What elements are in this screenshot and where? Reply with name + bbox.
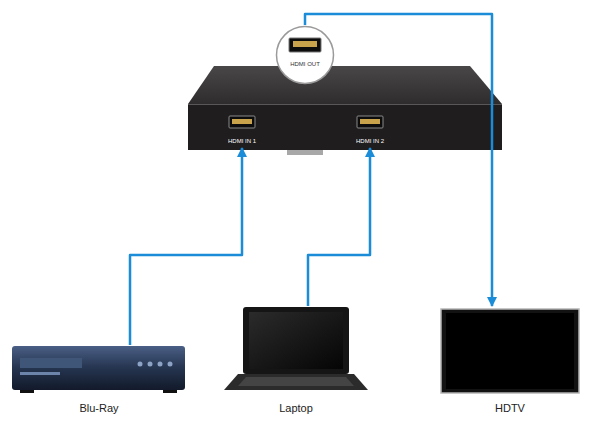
source-device: Blu-Ray: [10, 345, 188, 415]
player-display: [20, 358, 82, 368]
bluray-player: [12, 346, 185, 393]
hdmi-port: [357, 116, 383, 128]
laptop-keyboard: [238, 377, 354, 386]
switch-front: [188, 104, 502, 150]
player-button: [168, 362, 173, 367]
device-label: Laptop: [279, 402, 313, 414]
laptop-lid: [243, 307, 349, 374]
switch-tab: [287, 150, 323, 155]
input-port: HDMI IN 1: [222, 115, 262, 148]
laptop-screen: [249, 312, 343, 369]
port-pins: [360, 119, 380, 124]
magnifier-circle: [275, 25, 335, 85]
hdmi-cable: [305, 14, 492, 306]
laptop: [224, 307, 368, 390]
player-foot: [20, 390, 34, 393]
port-pins: [293, 41, 317, 47]
display-device: HDTV: [440, 306, 580, 415]
tv-frame: [441, 309, 579, 393]
hdmi-port: [229, 116, 255, 128]
tv-screen: [446, 313, 574, 389]
output-port: HDMI OUT: [275, 25, 335, 85]
magnifier-outline: [277, 27, 334, 84]
hdmi-switch: [188, 66, 502, 155]
hdmi-port: [289, 38, 321, 52]
laptop-base: [224, 374, 368, 390]
hdmi-cable: [308, 148, 370, 306]
device-label: Blu-Ray: [79, 402, 118, 414]
switch-edge: [188, 104, 502, 105]
player-foot: [163, 390, 177, 393]
hdtv: [441, 309, 579, 393]
port-label: HDMI OUT: [290, 61, 320, 68]
source-device: Laptop: [240, 306, 352, 415]
device-label: HDTV: [495, 402, 525, 414]
player-body: [12, 346, 185, 390]
input-port: HDMI IN 2: [350, 115, 390, 148]
player-button: [148, 362, 153, 367]
port-pins: [232, 119, 252, 124]
switch-top: [188, 66, 502, 104]
player-slot: [20, 372, 60, 375]
player-button: [138, 362, 143, 367]
port-label: HDMI IN 1: [228, 138, 256, 145]
player-button: [158, 362, 163, 367]
hdmi-cable: [130, 148, 242, 345]
port-label: HDMI IN 2: [356, 138, 384, 145]
